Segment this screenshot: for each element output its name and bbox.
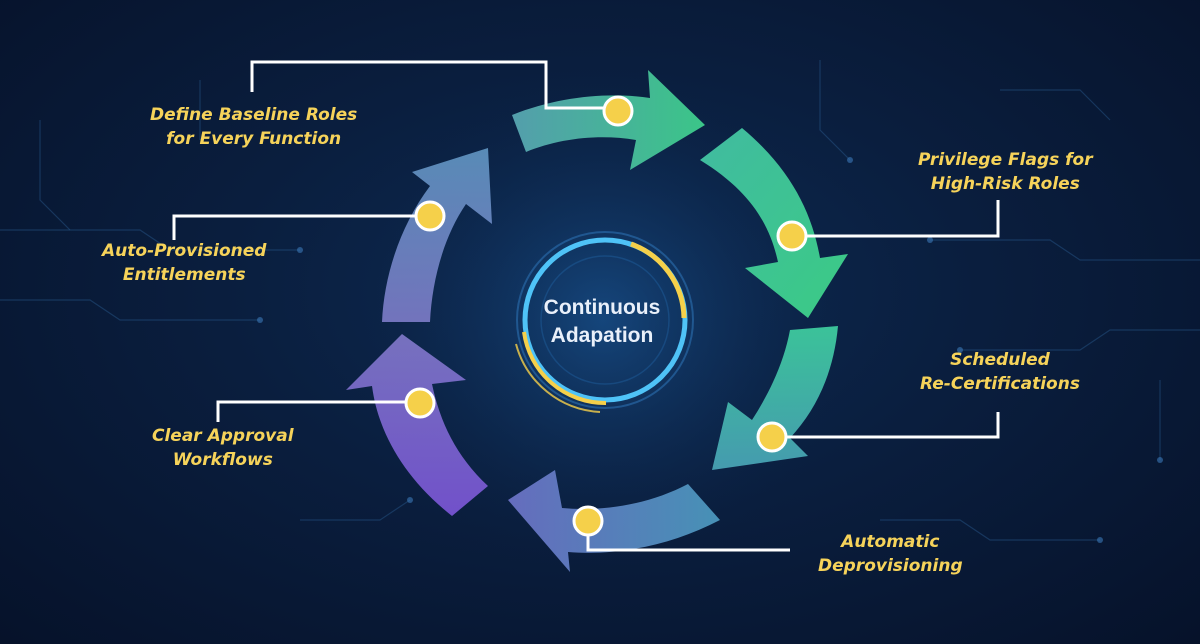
step-label-line: Clear Approval [152,426,294,446]
step-label-line: Deprovisioning [818,556,963,576]
center-ring [515,231,694,413]
step-label-line: Entitlements [122,265,246,285]
step-label-line: for Every Function [166,129,342,149]
step-label-baseline-roles: Define Baseline Roles for Every Function [150,103,357,151]
step-label-line: Automatic [841,532,940,552]
step-label-line: Privilege Flags for [918,150,1093,170]
step-label-approval-workflows: Clear Approval Workflows [152,424,294,472]
step-label-auto-provisioned: Auto-Provisioned Entitlements [102,239,266,287]
step-label-line: Define Baseline Roles [150,105,358,125]
marker-privilege-flags [776,220,808,252]
marker-approval-workflows [404,387,436,419]
circuit-nodes [257,157,1163,543]
arrow-left [382,148,492,322]
step-label-line: Re-Certifications [920,374,1080,394]
step-label-line: Workflows [172,450,273,470]
step-label-line: Scheduled [950,350,1050,370]
arrow-bottom [508,470,720,572]
marker-auto-provisioned [414,200,446,232]
step-markers [404,95,808,537]
arrow-upper-right [700,128,848,318]
step-label-line: High-Risk Roles [930,174,1080,194]
marker-deprovisioning [572,505,604,537]
step-label-privilege-flags: Privilege Flags for High-Risk Roles [918,148,1093,196]
step-label-line: Auto-Provisioned [102,241,267,261]
marker-recertifications [756,421,788,453]
arrow-lower-left [346,334,488,516]
connector-lines [172,60,1000,552]
step-label-deprovisioning: Automatic Deprovisioning [818,530,963,578]
center-label-line2: Adapation [550,324,654,347]
center-label-line1: Continuous [543,296,661,319]
circuit-background [0,60,1200,541]
step-label-recertifications: Scheduled Re-Certifications [920,348,1080,396]
center-label: Continuous Adapation [520,294,684,350]
arrow-right [712,326,838,470]
marker-baseline-roles [602,95,634,127]
